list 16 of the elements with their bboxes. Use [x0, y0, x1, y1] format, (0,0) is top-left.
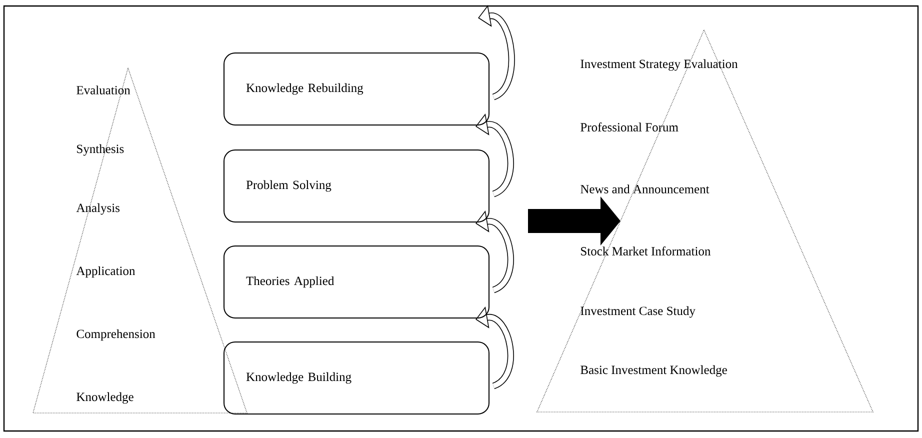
level-label: Evaluation [76, 86, 130, 94]
level-label: Knowledge [76, 392, 134, 404]
level-label: Basic Investment Knowledge [580, 365, 727, 377]
level-label: News and Announcement [580, 184, 710, 194]
level-label: Investment Strategy Evaluation [580, 59, 738, 71]
level-label: Synthesis [77, 144, 124, 156]
level-label: Comprehension [76, 329, 156, 341]
process-box: Problem Solving [224, 150, 490, 222]
process-box: Theories Applied [224, 246, 490, 318]
process-box: Knowledge Rebuilding [224, 52, 490, 126]
process-box: Knowledge Building [224, 342, 490, 414]
level-label: Stock Market Information [581, 246, 711, 256]
level-label: Professional Forum [580, 122, 678, 132]
level-label: Application [76, 266, 136, 278]
level-label: Analysis [76, 203, 120, 215]
level-label: Investment Case Study [580, 306, 696, 318]
